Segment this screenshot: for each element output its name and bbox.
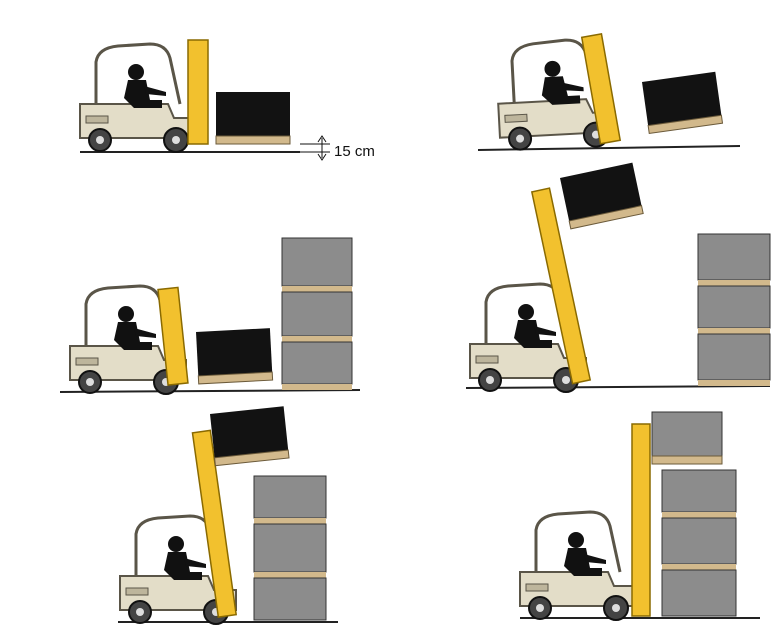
mast-1 (188, 40, 208, 144)
rack-stack-4 (698, 234, 770, 386)
rack-stack-5 (254, 476, 326, 620)
panel-6-lower-onto-stack (520, 412, 760, 620)
rack-stack-6 (662, 470, 736, 616)
load-2 (642, 72, 723, 134)
panel-4-raise-load (466, 163, 770, 392)
load-4 (560, 163, 643, 229)
forklift-6 (520, 512, 636, 620)
load-6 (652, 412, 722, 464)
panel-2-tilt-back (478, 34, 740, 152)
height-dimension (300, 136, 330, 160)
panel-5-position-over-stack (118, 406, 338, 624)
panel-1-travel-low: 15 cm (80, 40, 375, 160)
load-5 (210, 406, 289, 465)
height-label: 15 cm (334, 143, 375, 160)
mast-6 (632, 424, 650, 616)
panel-3-approach-rack (60, 238, 360, 394)
forklift-1 (80, 44, 196, 152)
ground-line (60, 390, 360, 392)
rack-stack-3 (282, 238, 352, 390)
ground-line (466, 386, 770, 388)
load-1 (216, 92, 290, 144)
load-3 (196, 328, 273, 384)
